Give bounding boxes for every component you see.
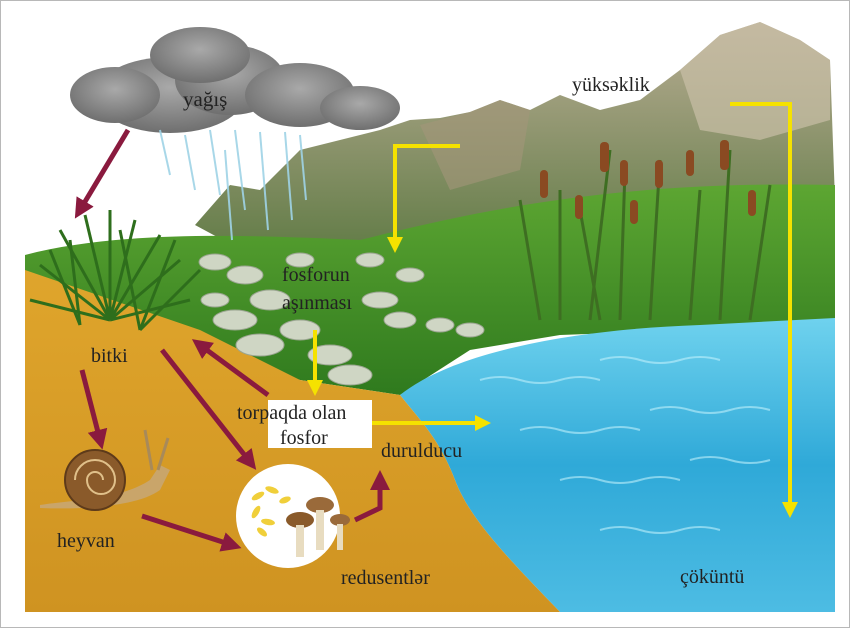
altitude-label: yüksəklik — [572, 74, 650, 96]
sediment-label: çöküntü — [680, 566, 744, 588]
sedimentation-label: durulducu — [381, 440, 462, 462]
animal-label: heyvan — [57, 530, 115, 552]
soil-phosphorus-label-line1: torpaqda olan — [237, 402, 346, 424]
arrow-rain-to-plant — [80, 130, 128, 210]
weathering-label-line2: aşınması — [282, 292, 352, 314]
soil-phosphorus-label-line2: fosfor — [280, 427, 328, 449]
weathering-label-line1: fosforun — [282, 264, 350, 286]
rain-label: yağış — [183, 88, 227, 111]
plant-label: bitki — [91, 345, 128, 367]
decomposers-label: redusentlər — [341, 567, 430, 589]
